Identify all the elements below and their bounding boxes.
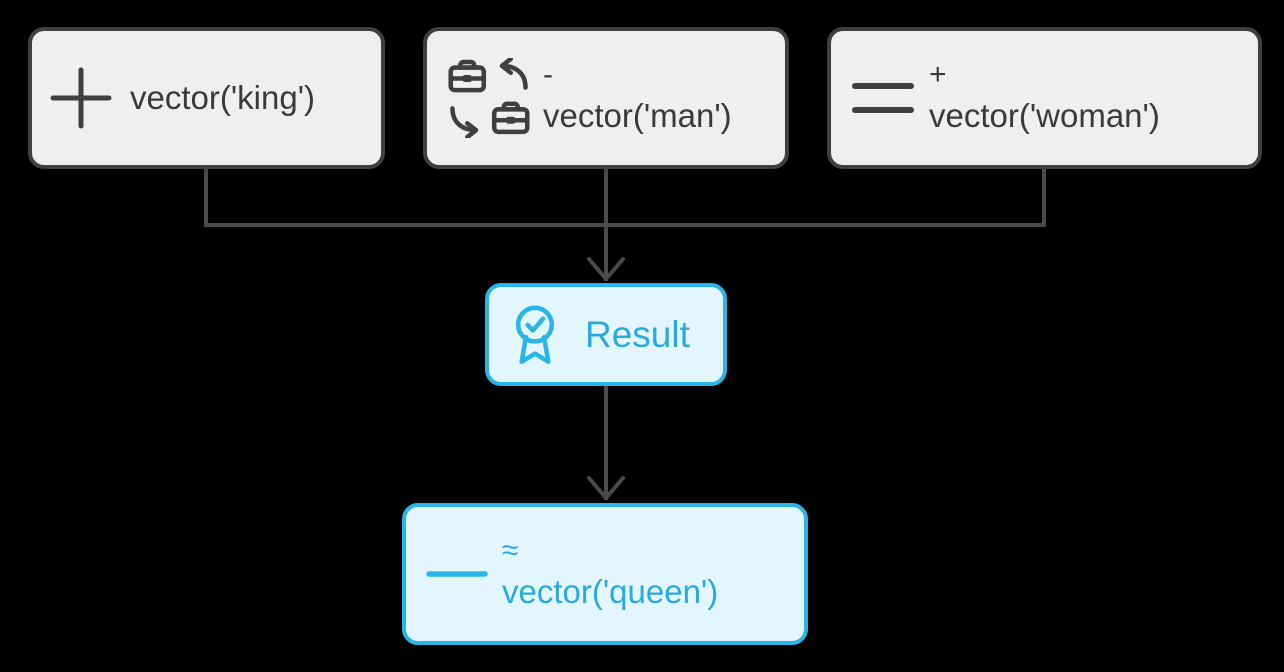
node-result: Result	[485, 283, 727, 386]
node-queen-label: vector('queen')	[502, 573, 719, 610]
equals-icon	[851, 77, 915, 119]
edge-result-to-queen	[604, 386, 608, 500]
edge-man-to-result	[604, 169, 608, 281]
node-king: vector('king')	[28, 27, 385, 169]
node-queen-operator: ≈	[502, 534, 519, 567]
node-woman: + vector('woman')	[827, 27, 1262, 169]
edge-woman-to-join	[1042, 169, 1046, 227]
arrowhead-into-queen	[587, 476, 625, 500]
arrowhead-into-result	[587, 257, 625, 281]
node-queen: ≈ vector('queen')	[402, 503, 808, 645]
edge-king-to-join	[204, 169, 208, 227]
plus-icon	[50, 67, 112, 129]
node-man-text: - vector('man')	[543, 57, 732, 139]
node-king-label: vector('king')	[130, 79, 315, 116]
node-man: - vector('man')	[423, 27, 789, 169]
swap-briefcases-icon	[447, 58, 531, 138]
node-woman-label: vector('woman')	[929, 97, 1160, 134]
dash-icon	[426, 569, 488, 579]
node-man-operator: -	[543, 58, 553, 91]
node-woman-operator: +	[929, 58, 947, 91]
award-icon	[503, 301, 567, 369]
node-queen-text: ≈ vector('queen')	[502, 533, 718, 615]
node-result-label: Result	[585, 313, 690, 355]
edge-join-bar	[204, 223, 1046, 227]
node-woman-text: + vector('woman')	[929, 57, 1160, 139]
node-man-label: vector('man')	[543, 97, 732, 134]
